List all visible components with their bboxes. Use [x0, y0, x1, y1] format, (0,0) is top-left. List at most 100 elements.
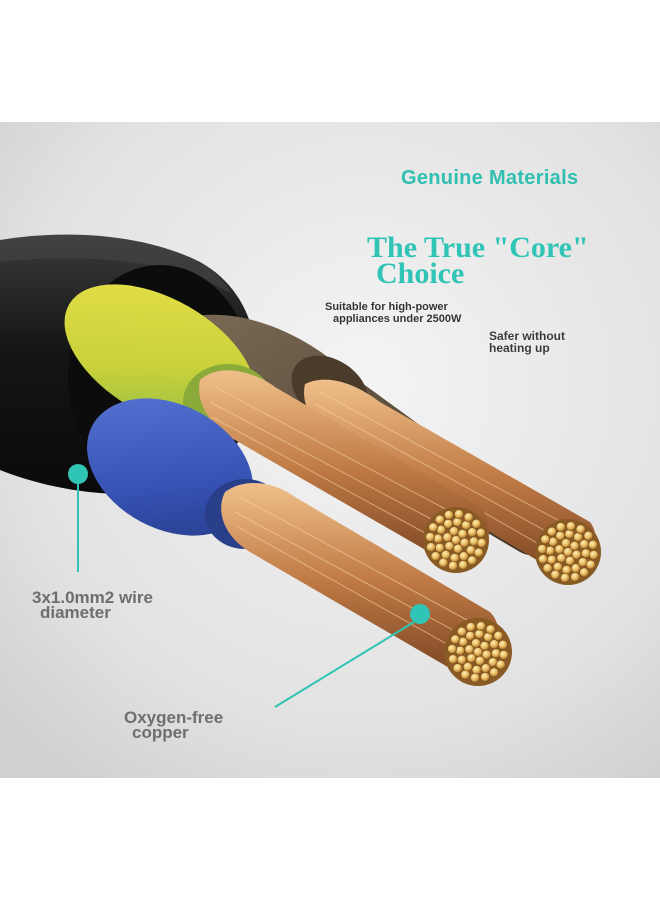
callout-marker-diameter — [68, 464, 88, 572]
copper-strand — [560, 572, 570, 583]
feature-safety: Safer without heating up — [489, 330, 565, 354]
copper-strand — [554, 544, 565, 555]
copper-strand — [469, 536, 479, 547]
copper-strand — [546, 526, 557, 537]
copper-strand — [452, 517, 463, 527]
copper-strand — [570, 572, 581, 582]
copper-strand — [493, 630, 504, 641]
copper-strand — [498, 650, 509, 660]
copper-strand — [550, 569, 561, 580]
callout-marker-copper — [274, 604, 430, 708]
copper-strand — [449, 553, 460, 563]
copper-strand — [471, 638, 481, 649]
copper-strand — [471, 665, 482, 675]
copper-strand — [570, 563, 581, 574]
copper-strand — [545, 545, 555, 556]
feature-safety-line-1: Safer without — [489, 329, 566, 343]
copper-strand — [449, 526, 459, 537]
copper-strand — [455, 645, 465, 656]
copper-strand — [466, 653, 477, 664]
copper-strand — [546, 554, 557, 565]
copper-strand — [457, 528, 468, 539]
copper-strand — [453, 543, 463, 554]
copper-strand — [448, 560, 458, 571]
copper-strand — [489, 639, 500, 650]
copper-strand — [467, 527, 478, 538]
callout-diameter: 3x1.0mm2 wire diameter — [32, 588, 153, 622]
feature-safety-line-2: heating up — [489, 341, 550, 355]
copper-strand — [575, 524, 586, 535]
copper-strand — [450, 634, 461, 645]
copper-strand — [456, 626, 467, 637]
copper-strand — [555, 522, 566, 532]
copper-strand — [579, 567, 590, 578]
copper-strand — [442, 532, 453, 543]
copper-strand — [452, 663, 463, 674]
copper-strand — [447, 644, 458, 654]
copper-strand — [588, 539, 598, 550]
copper-strand — [479, 640, 490, 651]
copper-strand — [443, 518, 454, 529]
copper-strand — [538, 554, 548, 565]
feature-power-line-1: Suitable for high-power — [325, 301, 448, 313]
copper-strand — [425, 532, 436, 542]
copper-strand — [458, 560, 469, 570]
callout-copper-line-1: Oxygen-free — [124, 708, 224, 727]
copper-strand — [460, 669, 471, 680]
callout-copper: Oxygen-free copper — [124, 708, 224, 742]
copper-strand — [566, 521, 576, 532]
copper-strand — [564, 529, 575, 539]
copper-strand — [428, 522, 439, 533]
copper-strand — [448, 654, 458, 665]
copper-strand — [464, 644, 475, 655]
copper-strand — [556, 553, 567, 564]
copper-strand — [485, 624, 496, 635]
copper-strand — [454, 509, 464, 520]
copper-strand — [434, 542, 445, 553]
copper-strand — [434, 514, 445, 525]
copper-strand — [565, 555, 575, 566]
copper-strand — [476, 538, 487, 548]
copper-strand — [476, 527, 486, 538]
copper-strand — [438, 557, 449, 568]
copper-strand — [456, 654, 467, 665]
callout-diameter-line-1: 3x1.0mm2 wire — [32, 588, 153, 607]
copper-strand — [489, 667, 500, 678]
copper-strand — [542, 563, 553, 574]
copper-strand — [476, 621, 486, 632]
copper-strand — [555, 530, 566, 541]
copper-strand — [537, 544, 548, 554]
copper-strand — [475, 655, 485, 666]
copper-strand — [473, 547, 484, 558]
copper-strand — [465, 630, 476, 641]
copper-strand — [463, 512, 474, 523]
copper-strand — [581, 548, 591, 559]
copper-strand — [585, 559, 596, 570]
title-line-2: Choice — [376, 257, 465, 290]
copper-strand — [588, 550, 599, 560]
feature-power-line-2: appliances under 2500W — [333, 313, 462, 325]
copper-strand — [569, 540, 580, 551]
copper-strand — [480, 663, 491, 674]
product-photo: Genuine Materials The True "Core" Choice… — [0, 122, 660, 778]
copper-strand — [474, 629, 485, 639]
copper-strand — [579, 539, 590, 550]
feature-power: Suitable for high-power appliances under… — [325, 301, 461, 325]
copper-strand — [430, 551, 441, 562]
copper-strand — [465, 622, 476, 632]
copper-strand — [467, 555, 478, 566]
copper-strand — [491, 648, 501, 659]
callout-diameter-line-2: diameter — [40, 603, 111, 622]
copper-strand — [443, 510, 454, 520]
copper-strand — [561, 538, 571, 549]
copper-strand — [470, 672, 480, 683]
copper-strand — [480, 672, 491, 682]
title-line-1: The True "Core" — [367, 231, 589, 264]
headline: Genuine Materials — [401, 167, 579, 189]
copper-strand — [495, 659, 506, 670]
copper-strand — [498, 639, 508, 650]
cable-illustration — [0, 122, 660, 778]
callout-copper-line-2: copper — [132, 723, 189, 742]
copper-strand — [583, 530, 594, 541]
copper-strand — [426, 542, 436, 553]
